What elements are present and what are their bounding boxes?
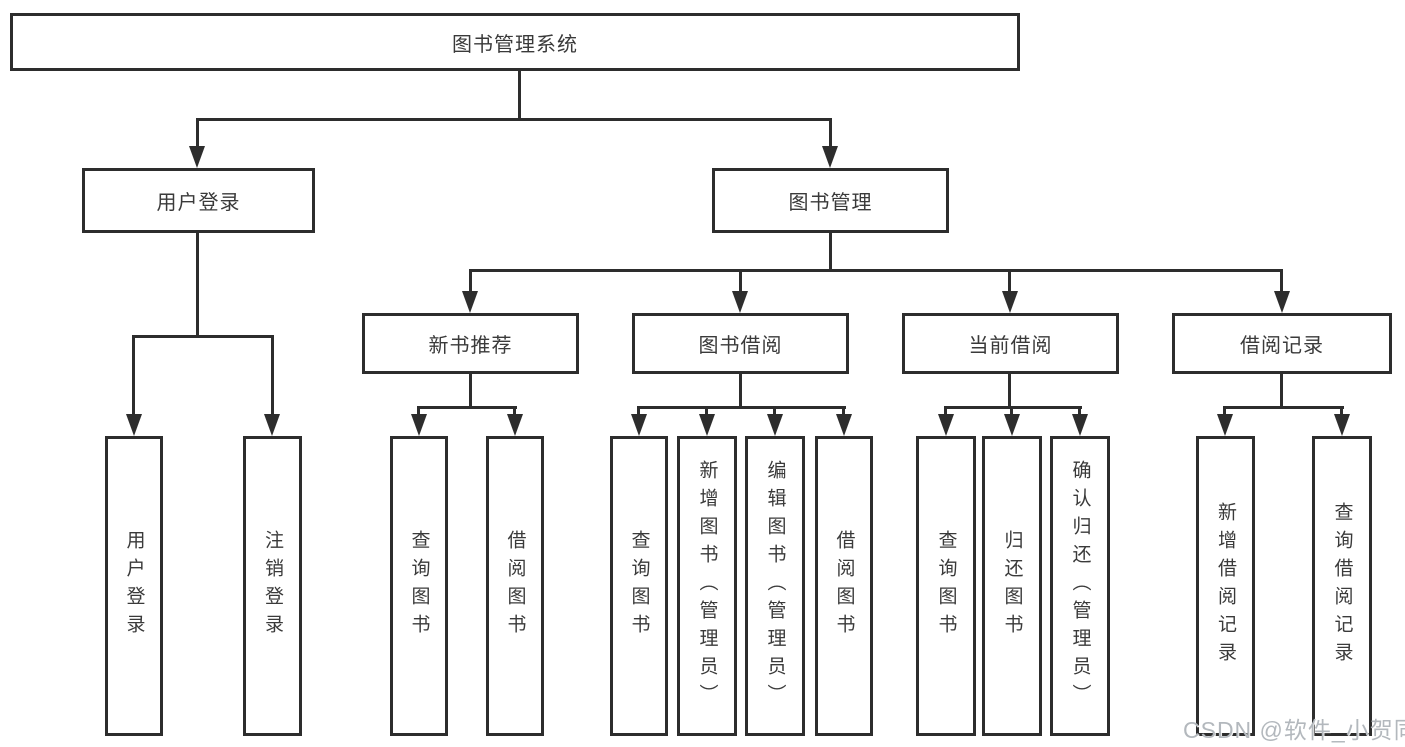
arrow-g3-2: [699, 414, 715, 436]
connector-g4-3: [1078, 406, 1081, 416]
leaf-edit-book-admin: 编辑图书（管理员）: [745, 436, 805, 736]
leaf-user-login: 用户登录: [105, 436, 163, 736]
connector-level3-rail: [469, 269, 1282, 272]
connector-to-current: [1008, 269, 1011, 292]
leaf-query-book-borrowing: 查询图书: [610, 436, 668, 736]
connector-borrowing-stem: [739, 374, 742, 409]
connector-records-stem: [1280, 374, 1283, 409]
node-book-borrowing: 图书借阅: [632, 313, 849, 374]
arrow-g5-1: [1217, 414, 1233, 436]
leaf-logout: 注销登录: [243, 436, 302, 736]
connector-to-user-login: [196, 118, 199, 146]
connector-g3-2: [705, 406, 708, 416]
leaf-confirm-return-admin: 确认归还（管理员）: [1050, 436, 1110, 736]
connector-to-book-mgmt: [829, 118, 832, 146]
node-root: 图书管理系统: [10, 13, 1020, 71]
connector-new-book-stem: [469, 374, 472, 409]
arrow-to-records: [1274, 291, 1290, 313]
connector-records-rail: [1224, 406, 1344, 409]
connector-to-records: [1280, 269, 1283, 292]
leaf-return-book: 归还图书: [982, 436, 1042, 736]
connector-user-login-stem: [196, 233, 199, 337]
arrow-g3-4: [836, 414, 852, 436]
connector-current-rail: [944, 406, 1082, 409]
node-book-management: 图书管理: [712, 168, 949, 233]
connector-to-borrow: [739, 269, 742, 292]
connector-g5-2: [1340, 406, 1343, 416]
node-user-login: 用户登录: [82, 168, 315, 233]
arrow-g5-2: [1334, 414, 1350, 436]
leaf-borrow-book-recommend: 借阅图书: [486, 436, 544, 736]
node-current-borrowing: 当前借阅: [902, 313, 1119, 374]
connector-g4-2: [1010, 406, 1013, 416]
arrow-g2-1: [411, 414, 427, 436]
connector-g3-4: [842, 406, 845, 416]
arrow-g2-2: [507, 414, 523, 436]
arrow-to-user-login: [189, 146, 205, 168]
connector-g3-1: [637, 406, 640, 416]
arrow-g3-1: [631, 414, 647, 436]
connector-g4-1: [944, 406, 947, 416]
arrow-to-leaf-login: [126, 414, 142, 436]
leaf-query-borrow-record: 查询借阅记录: [1312, 436, 1372, 736]
connector-g5-1: [1223, 406, 1226, 416]
connector-level1-rail: [196, 118, 832, 121]
arrow-to-book-mgmt: [822, 146, 838, 168]
arrow-g3-3: [767, 414, 783, 436]
connector-g2-1: [417, 406, 420, 416]
arrow-g4-3: [1072, 414, 1088, 436]
leaf-add-book-admin: 新增图书（管理员）: [677, 436, 737, 736]
arrow-g4-2: [1004, 414, 1020, 436]
connector-g3-3: [773, 406, 776, 416]
connector-new-book-rail: [417, 406, 517, 409]
connector-user-login-rail: [132, 335, 274, 338]
leaf-query-book-recommend: 查询图书: [390, 436, 448, 736]
arrow-g4-1: [938, 414, 954, 436]
connector-root-stem: [518, 71, 521, 119]
leaf-query-book-current: 查询图书: [916, 436, 976, 736]
connector-current-stem: [1008, 374, 1011, 409]
connector-g2-2: [513, 406, 516, 416]
node-new-book-recommend: 新书推荐: [362, 313, 579, 374]
connector-borrowing-rail: [637, 406, 846, 409]
connector-to-leaf-login: [132, 335, 135, 415]
leaf-add-borrow-record: 新增借阅记录: [1196, 436, 1255, 736]
connector-book-mgmt-stem: [829, 233, 832, 271]
arrow-to-borrow: [732, 291, 748, 313]
arrow-to-leaf-logout: [264, 414, 280, 436]
arrow-to-new-book: [462, 291, 478, 313]
node-borrowing-records: 借阅记录: [1172, 313, 1392, 374]
connector-to-leaf-logout: [271, 335, 274, 415]
leaf-borrow-book: 借阅图书: [815, 436, 873, 736]
arrow-to-current: [1002, 291, 1018, 313]
csdn-watermark: CSDN @软件_小贺同学: [1183, 717, 1405, 743]
connector-to-new-book: [469, 269, 472, 292]
